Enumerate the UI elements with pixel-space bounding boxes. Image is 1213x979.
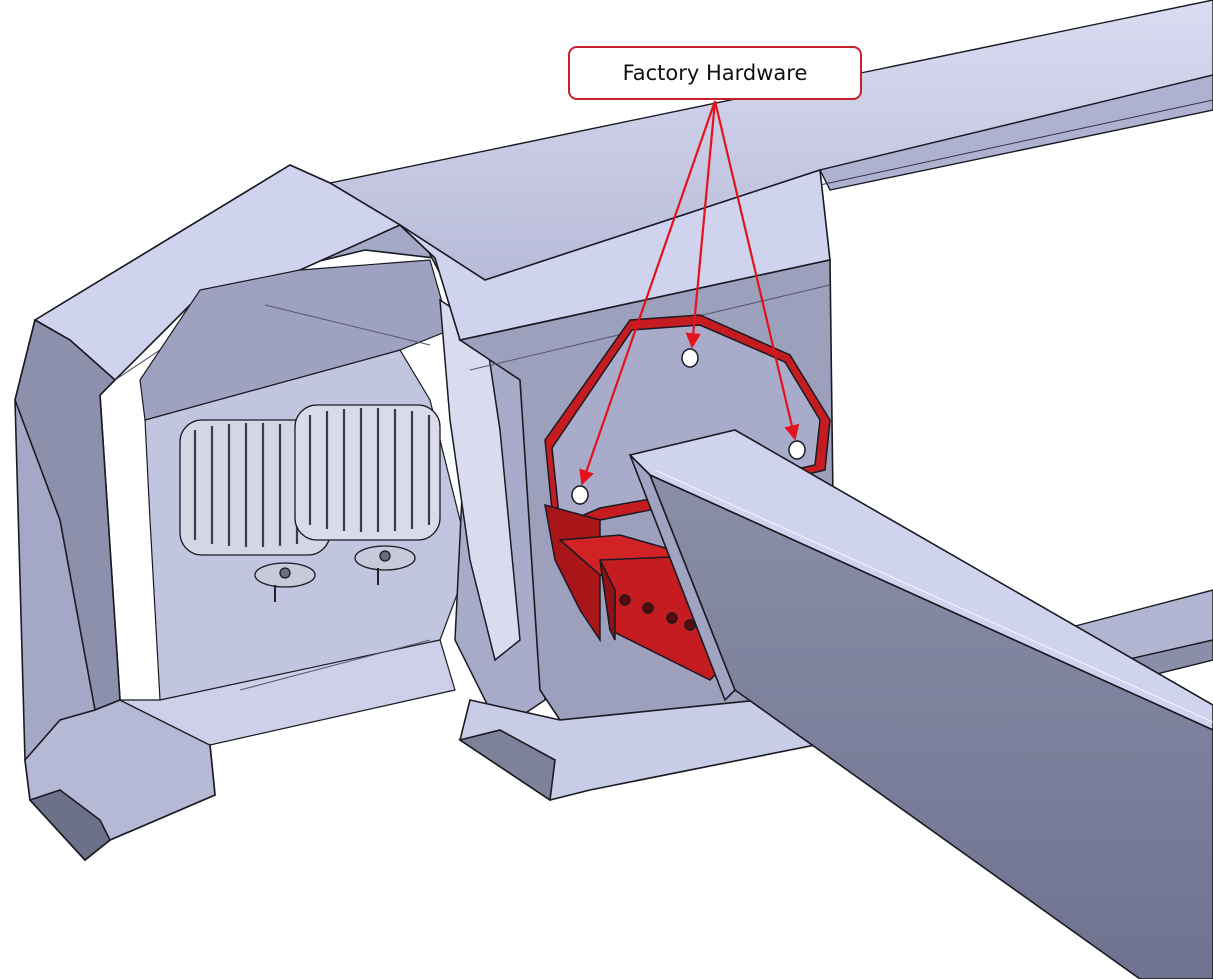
callout-arrows bbox=[579, 100, 800, 486]
frame-tube bbox=[628, 429, 1213, 979]
arrow-to-top-hole bbox=[685, 100, 717, 349]
flood-light-right bbox=[294, 404, 441, 585]
flood-light-icon bbox=[179, 404, 441, 602]
hardware-hole-top bbox=[681, 348, 699, 368]
factory-hardware-callout: Factory Hardware bbox=[568, 46, 862, 100]
arrow-to-right-hole bbox=[713, 100, 800, 441]
callout-label: Factory Hardware bbox=[622, 61, 808, 85]
hardware-hole-right bbox=[788, 440, 806, 460]
arrow-to-left-hole bbox=[579, 100, 717, 486]
hardware-holes bbox=[571, 348, 806, 505]
hardware-hole-left bbox=[571, 485, 589, 505]
bumper-left-wing bbox=[14, 164, 438, 862]
